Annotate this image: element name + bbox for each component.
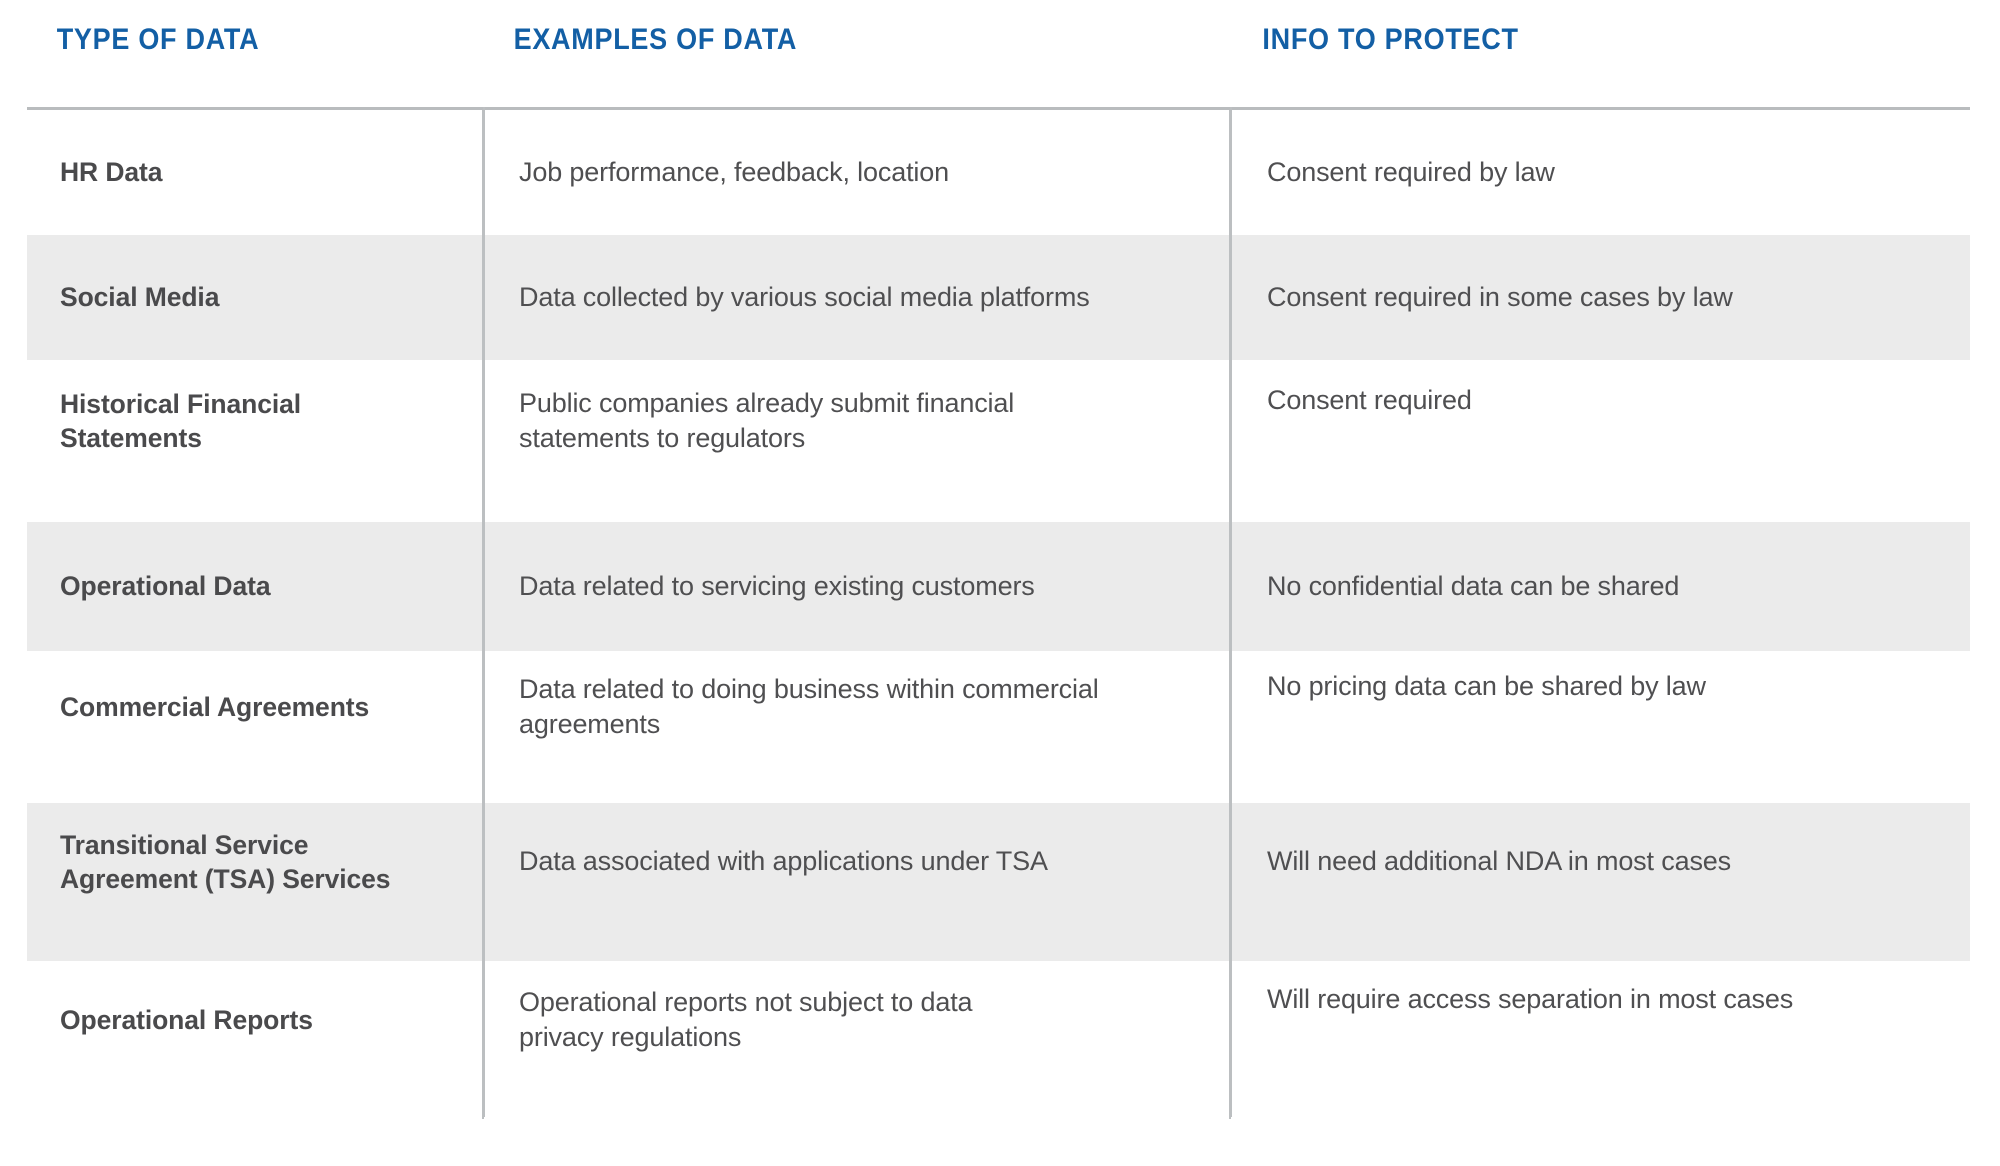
cell-info-to-protect: Will need additional NDA in most cases bbox=[1230, 803, 1970, 961]
column-header-examples-of-data-label: EXAMPLES OF DATA bbox=[513, 22, 798, 56]
column-header-type-of-data-label: TYPE OF DATA bbox=[56, 22, 260, 56]
column-header-examples-of-data: EXAMPLES OF DATA bbox=[483, 0, 1230, 110]
cell-info-to-protect: No pricing data can be shared by law bbox=[1230, 651, 1970, 803]
table-row: HR Data Job performance, feedback, locat… bbox=[27, 108, 1970, 235]
cell-examples-of-data: Data associated with applications under … bbox=[483, 803, 1231, 961]
cell-type-of-data: Operational Reports bbox=[27, 961, 484, 1119]
table-row: Transitional Service Agreement (TSA) Ser… bbox=[27, 803, 1970, 961]
cell-info-to-protect: Consent required by law bbox=[1230, 108, 1970, 235]
cell-info-to-protect: Will require access separation in most c… bbox=[1230, 961, 1970, 1119]
table-header-row: TYPE OF DATA EXAMPLES OF DATA INFO TO PR… bbox=[27, 0, 1970, 110]
cell-examples-of-data: Data collected by various social media p… bbox=[483, 235, 1231, 360]
table-row: Operational Reports Operational reports … bbox=[27, 961, 1970, 1119]
column-divider-1 bbox=[483, 107, 485, 1117]
cell-type-of-data: Social Media bbox=[27, 235, 484, 360]
table-row: Operational Data Data related to servici… bbox=[27, 522, 1970, 651]
column-header-info-to-protect: INFO TO PROTECT bbox=[1230, 0, 1970, 110]
cell-examples-of-data: Data related to servicing existing custo… bbox=[483, 522, 1231, 651]
cell-type-of-data: Commercial Agreements bbox=[27, 651, 484, 803]
column-divider-2 bbox=[1230, 107, 1232, 1117]
cell-examples-of-data: Public companies already submit financia… bbox=[483, 360, 1231, 522]
cell-type-of-data: HR Data bbox=[27, 108, 484, 235]
cell-info-to-protect: Consent required bbox=[1230, 360, 1970, 522]
table-row: Social Media Data collected by various s… bbox=[27, 235, 1970, 360]
table-body: HR Data Job performance, feedback, locat… bbox=[27, 108, 1970, 1119]
cell-info-to-protect: No confidential data can be shared bbox=[1230, 522, 1970, 651]
column-header-info-to-protect-label: INFO TO PROTECT bbox=[1262, 22, 1519, 56]
table-row: Historical Financial Statements Public c… bbox=[27, 360, 1970, 522]
column-header-type-of-data: TYPE OF DATA bbox=[27, 0, 483, 110]
cell-type-of-data: Operational Data bbox=[27, 522, 484, 651]
table-row: Commercial Agreements Data related to do… bbox=[27, 651, 1970, 803]
data-classification-table: TYPE OF DATA EXAMPLES OF DATA INFO TO PR… bbox=[27, 0, 1970, 1119]
cell-examples-of-data: Job performance, feedback, location bbox=[483, 108, 1231, 235]
cell-type-of-data: Transitional Service Agreement (TSA) Ser… bbox=[27, 803, 484, 961]
cell-info-to-protect: Consent required in some cases by law bbox=[1230, 235, 1970, 360]
cell-examples-of-data: Data related to doing business within co… bbox=[483, 651, 1231, 803]
cell-examples-of-data: Operational reports not subject to data … bbox=[483, 961, 1231, 1119]
cell-type-of-data: Historical Financial Statements bbox=[27, 360, 484, 522]
